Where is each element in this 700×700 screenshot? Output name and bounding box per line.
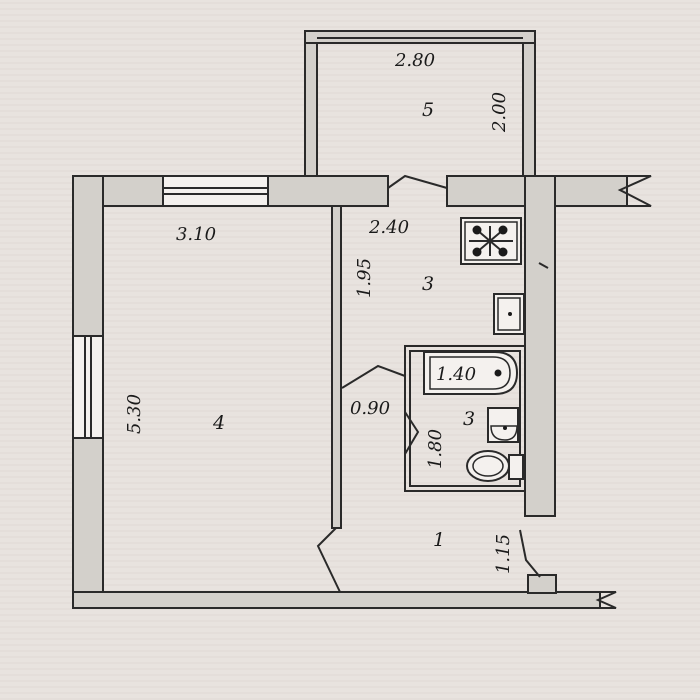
left-wall-lower [72,437,104,609]
entry-length-label: 1.15 [493,534,514,574]
balcony-right-wall [522,30,536,177]
wall-break-top [617,175,652,207]
bath-length-label: 1.80 [425,429,446,469]
balcony-depth-label: 2.00 [489,92,510,133]
kitchen-door-mark [538,262,549,269]
wall-break-bottom [595,591,617,609]
bathroom-sink [487,407,519,443]
living-door-swing [316,527,341,593]
entry-door-jamb [527,574,557,594]
kitchen-length-label: 1.95 [354,258,375,298]
bath-width-label: 1.40 [436,364,476,385]
window-top [162,175,269,207]
kitchen-sink [493,293,525,335]
bathroom-room-number: 3 [463,408,475,430]
living-length-label: 5.30 [124,394,145,434]
balcony [304,30,536,177]
entry-door-swing [519,529,541,578]
balcony-door-swing [387,174,448,189]
left-wall-upper [72,175,104,337]
living-room-number: 4 [212,412,225,434]
top-wall-middle [267,175,389,207]
bathroom-door-leaf [404,411,420,455]
balcony-left-wall [304,30,318,177]
entry-room-number: 1 [433,529,445,551]
exterior-walls [72,175,652,609]
bathtub [423,351,519,395]
stove [460,217,522,265]
window-left [72,335,104,439]
kitchen-width-label: 2.40 [368,217,409,238]
bathroom-door-swing [341,364,406,389]
partition-living [316,205,342,593]
bottom-wall [72,591,601,609]
balcony-room-number: 5 [422,99,434,121]
bathroom [341,345,526,492]
toilet [466,450,524,482]
kitchen-room-number: 3 [422,273,434,295]
right-wall [524,175,556,517]
partition-wall [331,205,342,529]
hall-width-label: 0.90 [350,398,390,419]
living-width-label: 3.10 [176,224,216,245]
balcony-width-label: 2.80 [394,50,435,71]
